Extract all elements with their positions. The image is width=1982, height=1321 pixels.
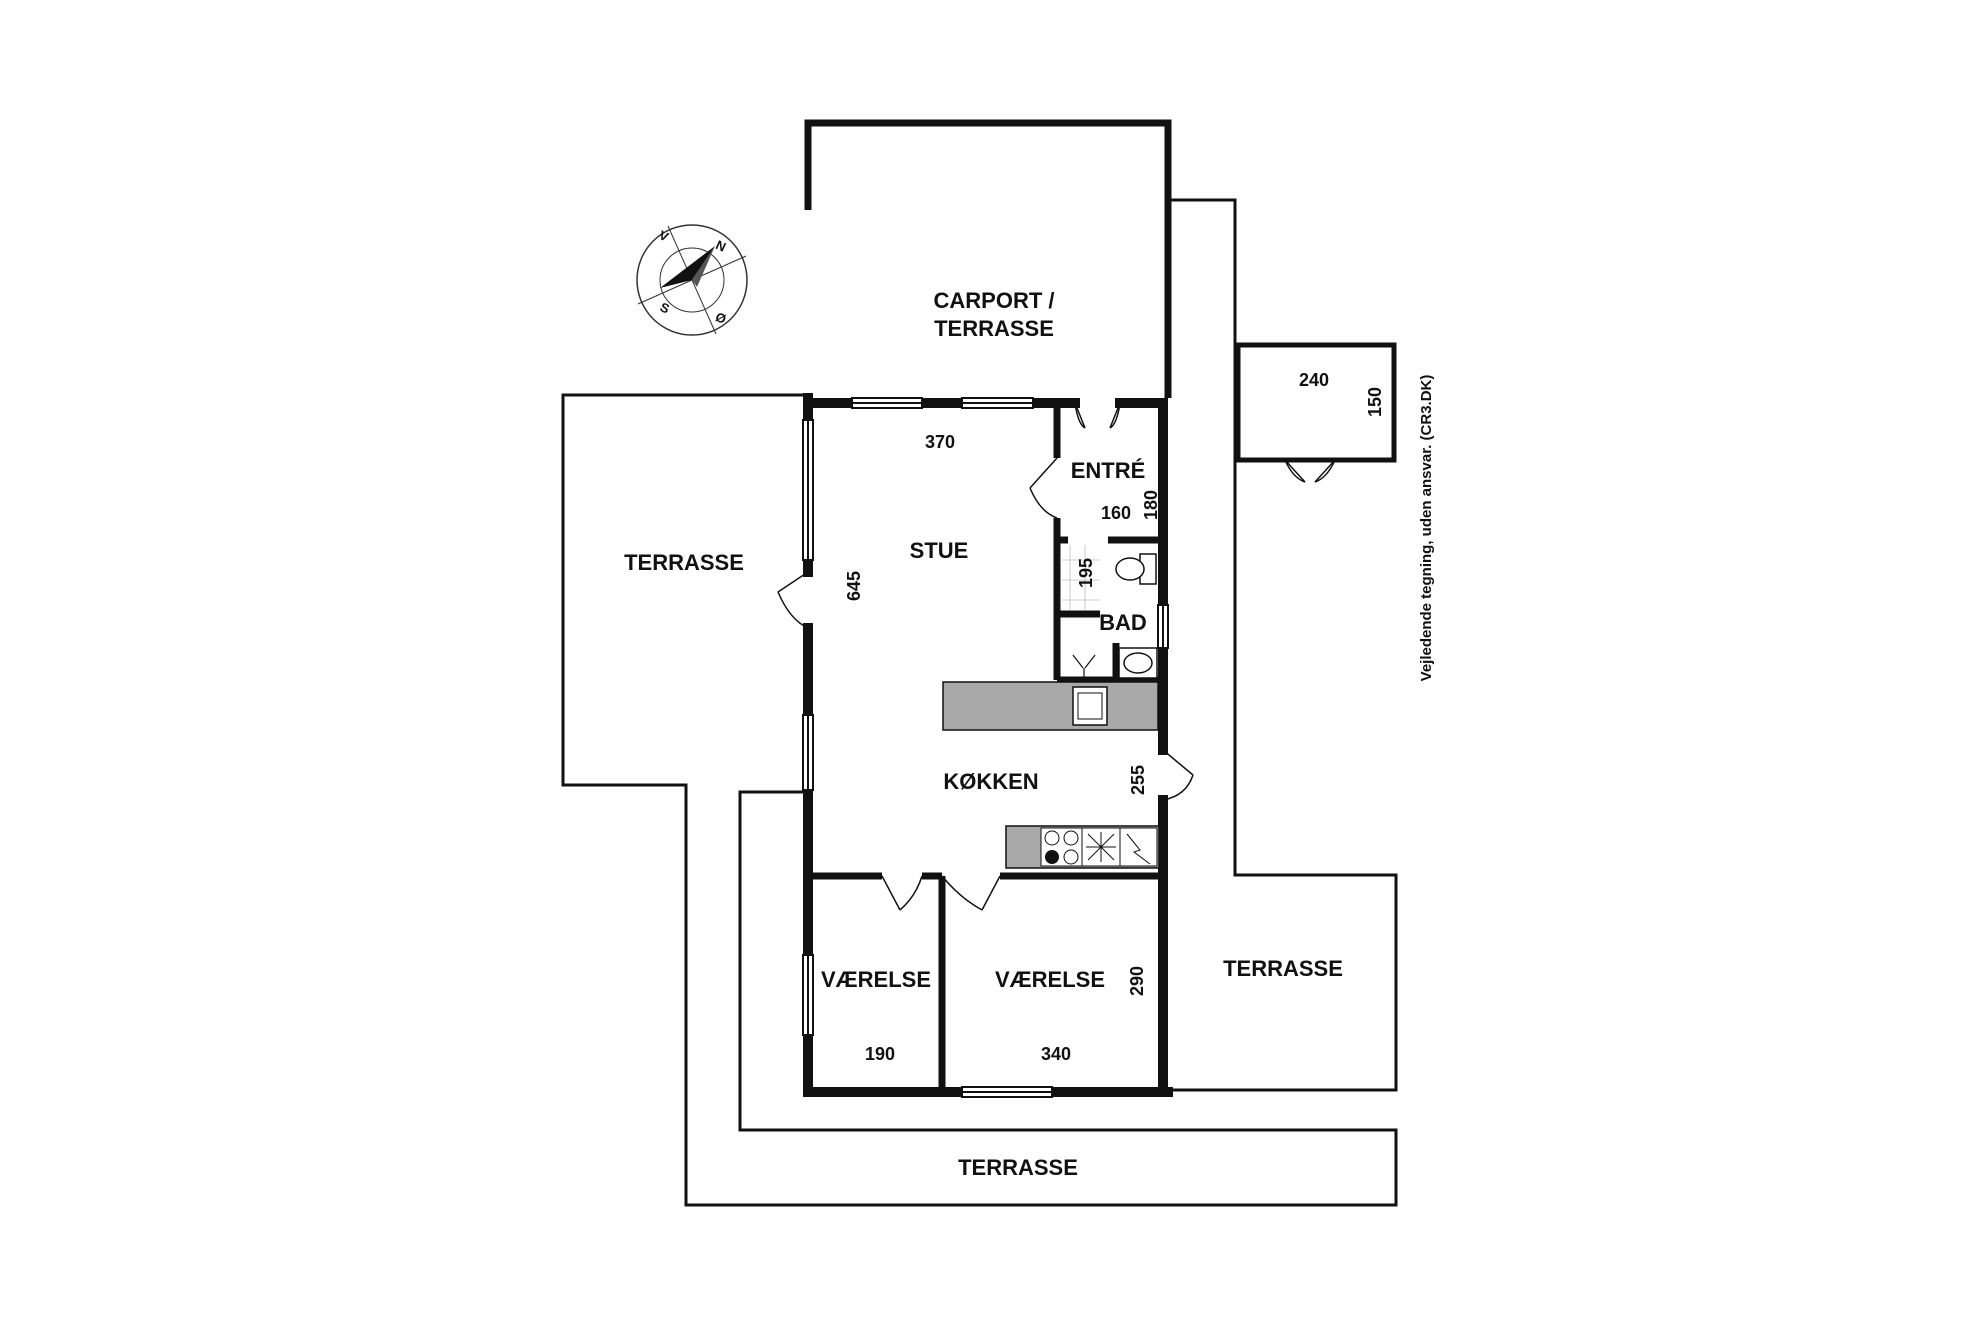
- stue-label: STUE: [910, 538, 969, 563]
- interior-walls: [808, 403, 1163, 1092]
- kitchen-island: [942, 681, 1159, 731]
- room-labels: CARPORT / TERRASSE TERRASSE STUE ENTRÉ B…: [624, 288, 1343, 1180]
- carport-label-line2: TERRASSE: [934, 316, 1054, 341]
- door-entre-stue: [1029, 457, 1058, 519]
- vaerelse-left-label: VÆRELSE: [821, 967, 931, 992]
- dim-entre-depth: 180: [1141, 490, 1161, 520]
- compass: N V S Ø: [636, 224, 748, 336]
- bath-floor-tiles: [1062, 545, 1100, 610]
- carport-label-line1: CARPORT /: [934, 288, 1055, 313]
- shed-door: [1284, 459, 1336, 483]
- dim-shed-depth: 150: [1365, 387, 1385, 417]
- door-kokken-east: [1162, 749, 1194, 801]
- door-stue-terrace: [777, 571, 809, 629]
- compass-ring-outer: [636, 224, 748, 336]
- terrasse-west-label: TERRASSE: [624, 550, 744, 575]
- dim-entre-width: 160: [1101, 503, 1131, 523]
- kitchen-counter: [1005, 825, 1160, 869]
- fridge-icon: [1119, 827, 1158, 867]
- shower-icon: [1072, 654, 1096, 678]
- terrasse-south-label: TERRASSE: [958, 1155, 1078, 1180]
- dim-stue-depth: 645: [844, 571, 864, 601]
- dim-stue-width: 370: [925, 432, 955, 452]
- doors: [777, 402, 1194, 911]
- entre-label: ENTRÉ: [1071, 458, 1146, 483]
- dim-vaerelse-right-width: 340: [1041, 1044, 1071, 1064]
- dim-vaerelse-left-width: 190: [865, 1044, 895, 1064]
- compass-label-o: Ø: [713, 309, 728, 327]
- carport-walls: [804, 119, 1172, 398]
- dim-shed-width: 240: [1299, 370, 1329, 390]
- compass-label-v: V: [657, 227, 671, 244]
- terrasse-east-outline: [1168, 198, 1398, 1092]
- door-vaerelse-left: [881, 875, 923, 911]
- bathroom-fittings: [1062, 545, 1158, 679]
- bad-label: BAD: [1099, 610, 1147, 635]
- compass-needle-icon: [660, 246, 715, 288]
- dim-bad-depth: 195: [1076, 558, 1096, 588]
- windows: [802, 397, 1169, 1098]
- dim-vaerelse-depth: 290: [1127, 966, 1147, 996]
- door-vaerelse-right: [941, 875, 1001, 911]
- compass-label-s: S: [658, 299, 672, 316]
- shed-outline: [1235, 342, 1397, 463]
- kokken-label: KØKKEN: [943, 769, 1038, 794]
- terrasse-west-outline: [561, 393, 1398, 1207]
- compass-label-n: N: [713, 237, 728, 255]
- exterior-walls: [803, 393, 1173, 1097]
- dim-kokken-depth: 255: [1128, 765, 1148, 795]
- dimension-labels: 370 645 160 180 195 255 290 190 340 240 …: [844, 370, 1385, 1064]
- disclaimer-text: Vejledende tegning, uden ansvar. (CR3.DK…: [1418, 375, 1435, 682]
- vaerelse-right-label: VÆRELSE: [995, 967, 1105, 992]
- toilet-icon: [1115, 553, 1157, 585]
- terrasse-east-label: TERRASSE: [1223, 956, 1343, 981]
- door-entrance: [1074, 402, 1121, 429]
- washbasin-icon: [1118, 647, 1158, 679]
- compass-ring-inner: [659, 247, 725, 313]
- terrace-outlines: [561, 198, 1398, 1207]
